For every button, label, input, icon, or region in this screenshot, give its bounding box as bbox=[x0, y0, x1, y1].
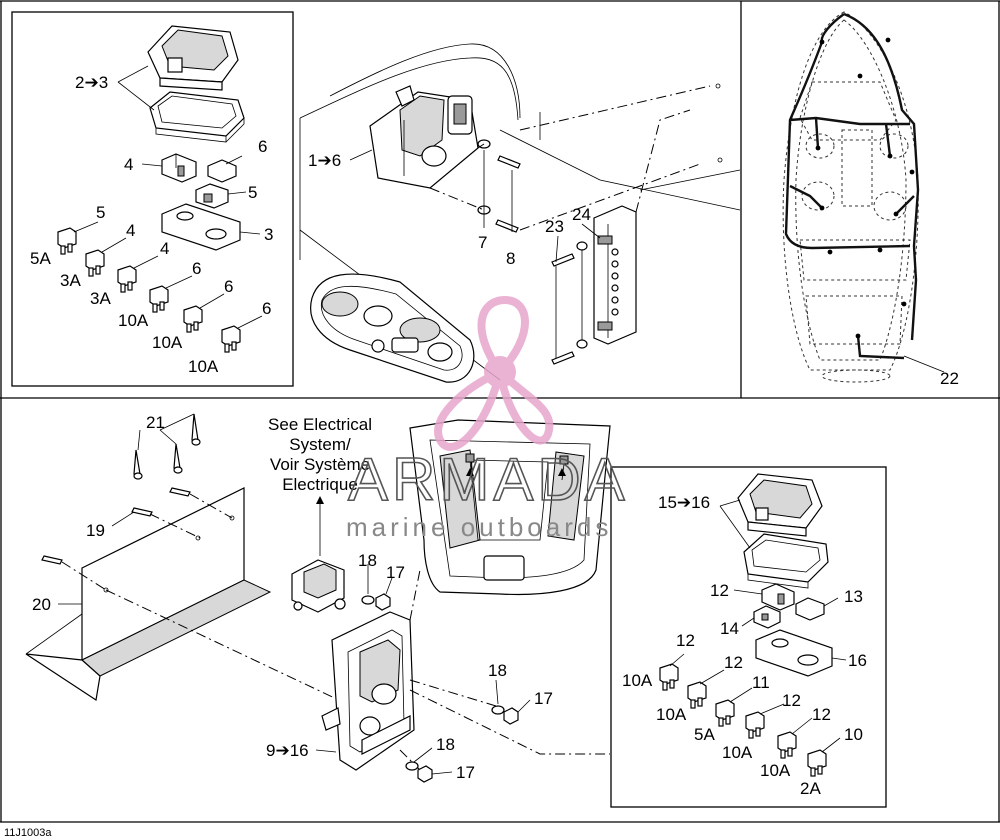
fuse-holder-12 bbox=[761, 583, 795, 611]
callout-18: 18 bbox=[358, 551, 377, 570]
fuse-inset-box-top: 2➔3 4 6 5 5 3 5A 4 3A 4 3A 6 10A 6 10A 6… bbox=[11, 11, 294, 387]
blade-fuse-3a-b bbox=[117, 265, 137, 293]
callout-3: 3 bbox=[264, 225, 273, 244]
callout-7: 7 bbox=[478, 233, 487, 252]
boat-console-view bbox=[310, 273, 475, 383]
fuse-bracket-16 bbox=[755, 629, 833, 677]
blade-fuse-10a-f bbox=[745, 711, 765, 739]
callout-12: 12 bbox=[812, 705, 831, 724]
blade-fuse-10a-e bbox=[687, 681, 707, 709]
blade-fuse-5a-b bbox=[715, 699, 735, 727]
callout-18: 18 bbox=[436, 735, 455, 754]
callout-13: 13 bbox=[844, 587, 863, 606]
blade-fuse-10a-d bbox=[659, 663, 679, 691]
terminal-strip bbox=[593, 205, 637, 345]
fuse-box-cover-bottom bbox=[737, 473, 823, 537]
gasket-bottom bbox=[743, 533, 829, 589]
callout-12: 12 bbox=[724, 653, 743, 672]
callout-15-16: 15➔16 bbox=[658, 493, 710, 512]
figure-code: 11J1003a bbox=[4, 827, 52, 839]
callout-10a: 10A bbox=[760, 761, 791, 780]
callout-5: 5 bbox=[248, 183, 257, 202]
callout-12: 12 bbox=[710, 581, 729, 600]
callout-18: 18 bbox=[488, 661, 507, 680]
blade-fuse-2a bbox=[807, 749, 827, 777]
electrical-note-line4: Electrique bbox=[282, 475, 358, 494]
callout-12: 12 bbox=[676, 631, 695, 650]
callout-4: 4 bbox=[124, 155, 133, 174]
callout-2-3: 2➔3 bbox=[75, 73, 108, 92]
callout-19: 19 bbox=[86, 521, 105, 540]
callout-8: 8 bbox=[506, 249, 515, 268]
blade-fuse-3a-a bbox=[85, 249, 105, 277]
callout-1-6: 1➔6 bbox=[308, 151, 341, 170]
callout-23: 23 bbox=[545, 217, 564, 236]
callout-6: 6 bbox=[258, 137, 267, 156]
callout-11: 11 bbox=[752, 673, 770, 692]
callout-10a: 10A bbox=[722, 743, 753, 762]
blade-fuse-5a bbox=[57, 227, 77, 255]
screws-7-8 bbox=[477, 139, 521, 233]
fuse-box-cover bbox=[147, 25, 239, 91]
fuse-box-assembly-bottom bbox=[321, 611, 415, 771]
blade-fuse-10a-c bbox=[221, 325, 241, 353]
fuse-holder-14 bbox=[753, 605, 781, 629]
callout-6: 6 bbox=[224, 277, 233, 296]
fuse-holder-5 bbox=[195, 183, 229, 209]
callout-9-16: 9➔16 bbox=[266, 741, 309, 760]
electrical-note-line2: System/ bbox=[289, 435, 351, 454]
electrical-note-line1: See Electrical bbox=[268, 415, 372, 434]
callout-21: 21 bbox=[146, 413, 165, 432]
dashboard-assembly-top: 1➔6 7 8 23 24 bbox=[299, 43, 741, 383]
connector-block bbox=[291, 559, 346, 613]
blade-fuse-10a-b bbox=[183, 305, 203, 333]
callout-10a: 10A bbox=[656, 705, 687, 724]
fuse-holder-13 bbox=[795, 597, 825, 621]
rivets bbox=[133, 413, 201, 480]
fuse-holder-4 bbox=[161, 153, 197, 183]
watermark: ARMADA marine outboards bbox=[346, 295, 629, 542]
electrical-note-line3: Voir Système bbox=[270, 455, 370, 474]
callout-5a: 5A bbox=[694, 725, 715, 744]
callout-20: 20 bbox=[32, 595, 51, 614]
fuse-holder-6 bbox=[207, 159, 237, 183]
callout-3a: 3A bbox=[90, 289, 111, 308]
callout-12: 12 bbox=[782, 691, 801, 710]
mounting-plate-assembly: 21 19 20 See Electrical System/ Voir Sys… bbox=[25, 413, 610, 783]
callout-10: 10 bbox=[844, 725, 863, 744]
fuse-box-assembly-top bbox=[369, 85, 479, 189]
propeller-logo-icon bbox=[434, 295, 554, 451]
watermark-tagline: marine outboards bbox=[346, 512, 612, 542]
callout-6: 6 bbox=[192, 259, 201, 278]
callout-14: 14 bbox=[720, 619, 739, 638]
blade-fuse-10a-a bbox=[149, 285, 169, 313]
callout-4: 4 bbox=[160, 239, 169, 258]
fuse-inset-box-bottom: 15➔16 12 13 14 12 16 10A 12 11 10A 12 5A… bbox=[610, 466, 887, 808]
callout-10a: 10A bbox=[152, 333, 183, 352]
callout-5: 5 bbox=[96, 203, 105, 222]
callout-17: 17 bbox=[386, 563, 405, 582]
callout-17: 17 bbox=[456, 763, 475, 782]
callout-5a: 5A bbox=[30, 249, 51, 268]
boat-harness-view: 22 bbox=[782, 11, 959, 388]
callout-10a: 10A bbox=[622, 671, 653, 690]
callout-4: 4 bbox=[126, 221, 135, 240]
callout-10a: 10A bbox=[188, 357, 219, 376]
callout-2a: 2A bbox=[800, 779, 821, 798]
callout-6: 6 bbox=[262, 299, 271, 318]
callout-10a: 10A bbox=[118, 311, 149, 330]
watermark-brand: ARMADA bbox=[348, 446, 629, 513]
fuse-bracket-3 bbox=[161, 203, 241, 251]
callout-22: 22 bbox=[940, 369, 959, 388]
gasket bbox=[149, 91, 245, 143]
console-structure bbox=[409, 419, 611, 596]
callout-3a: 3A bbox=[60, 271, 81, 290]
callout-24: 24 bbox=[572, 205, 591, 224]
blade-fuse-10a-g bbox=[777, 731, 797, 759]
outer-frame bbox=[0, 0, 1000, 823]
callout-17: 17 bbox=[534, 689, 553, 708]
callout-16: 16 bbox=[848, 651, 867, 670]
